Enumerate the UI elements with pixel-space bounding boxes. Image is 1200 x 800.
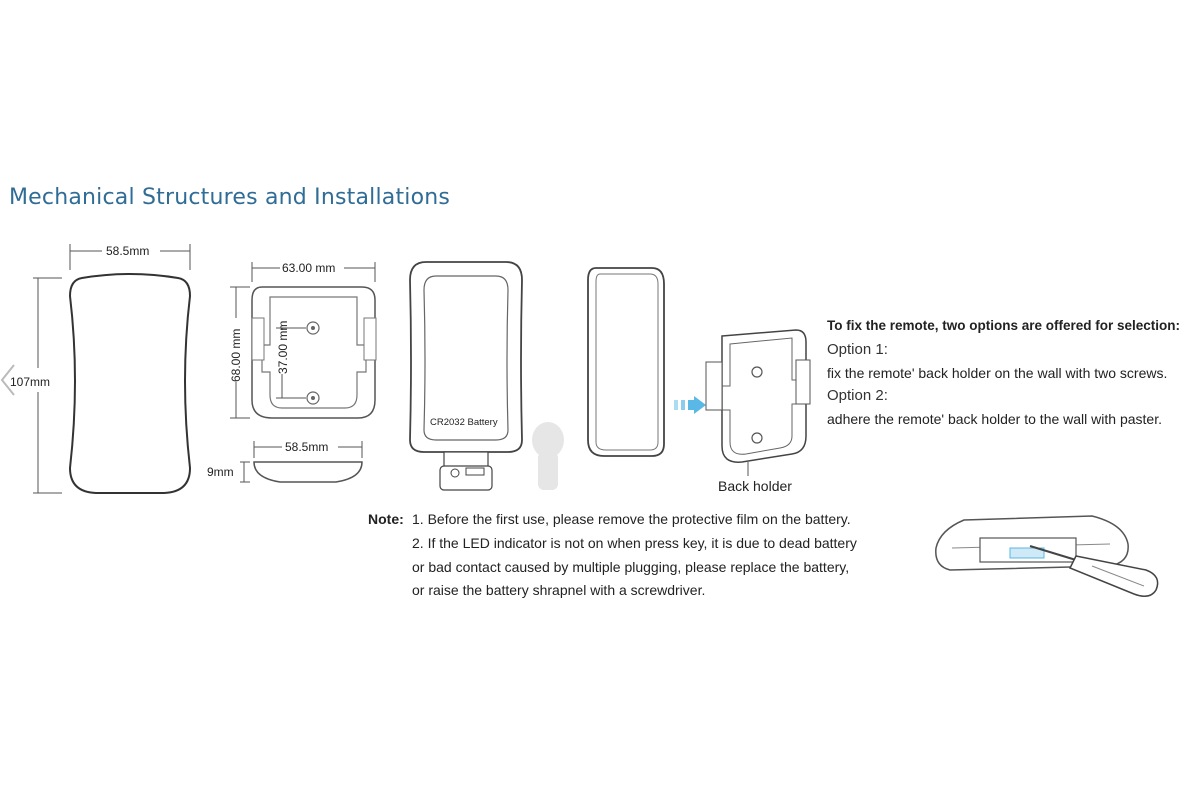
front-height-label: 107mm (10, 375, 50, 389)
chevron-left-icon (0, 364, 15, 396)
option1-label: Option 1: (827, 341, 888, 358)
arrow-right-icon (674, 396, 706, 414)
option1-text: fix the remote' back holder on the wall … (827, 365, 1168, 381)
front-view: 58.5mm 107mm (10, 244, 192, 494)
side-thickness-label: 9mm (207, 465, 234, 479)
side-view: 58.5mm 9mm (207, 440, 363, 483)
battery-label: CR2032 Battery (430, 417, 498, 428)
holder-height-label: 68.00 mm (229, 329, 243, 382)
side-width-label: 58.5mm (285, 440, 328, 454)
screwdriver-illustration (935, 515, 1159, 597)
note-label: Note: (368, 511, 404, 527)
back-view (587, 267, 665, 457)
back-holder-3d (705, 329, 811, 476)
note-line-4: or raise the battery shrapnel with a scr… (412, 582, 706, 598)
page-title: Mechanical Structures and Installations (9, 185, 451, 210)
back-holder-label: Back holder (718, 478, 792, 494)
front-width-label: 58.5mm (106, 244, 149, 258)
option2-text: adhere the remote' back holder to the wa… (827, 411, 1162, 427)
note-line-2: 2. If the LED indicator is not on when p… (412, 535, 857, 551)
battery-view: CR2032 Battery (409, 261, 564, 491)
install-heading: To fix the remote, two options are offer… (827, 318, 1181, 333)
note-line-3: or bad contact caused by multiple pluggi… (412, 559, 850, 575)
note-line-1: 1. Before the first use, please remove t… (412, 511, 851, 527)
option2-label: Option 2: (827, 387, 888, 404)
holder-view: 63.00 mm 68.00 mm 37.00 mm (229, 261, 377, 419)
holder-width-label: 63.00 mm (282, 261, 335, 275)
hole-spacing-label: 37.00 mm (276, 321, 290, 374)
